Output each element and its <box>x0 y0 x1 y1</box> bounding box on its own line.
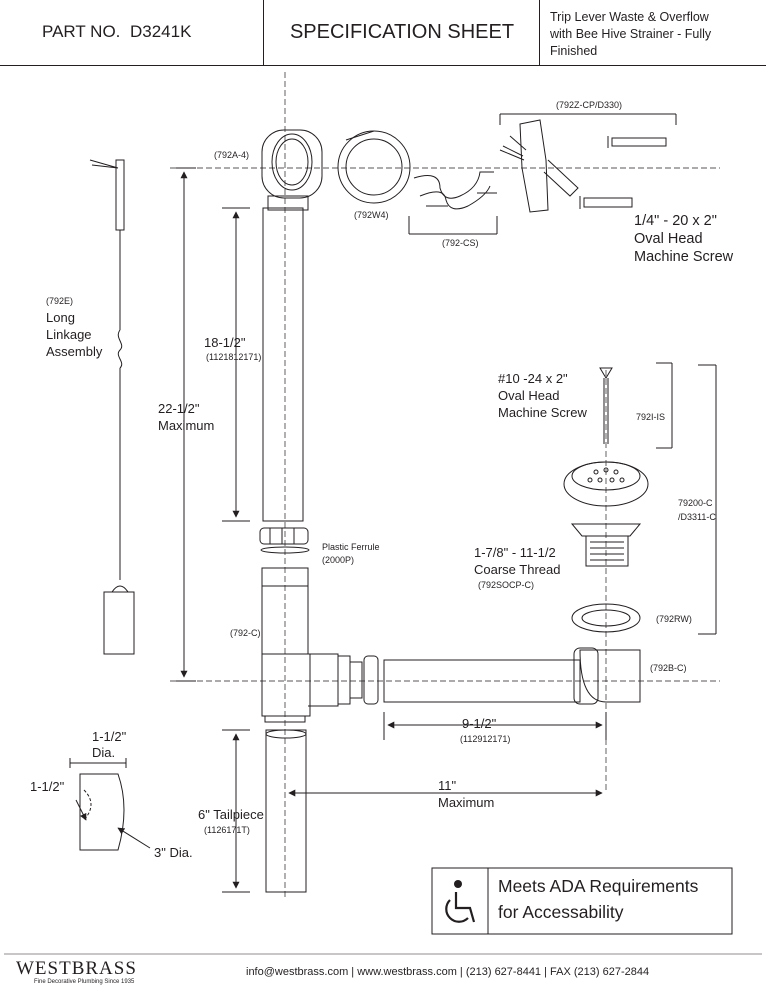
drain-shoe-drawing <box>383 647 641 705</box>
drain-body-drawing <box>570 523 642 567</box>
label-linkage-code: (792E) <box>46 296 74 306</box>
ada-line-2: for Accessability <box>498 902 624 922</box>
description-line-1: Trip Lever Waste & Overflow <box>550 10 709 24</box>
part-no-label: PART NO. <box>42 22 121 41</box>
overflow-tube-length: 18-1/2" <box>204 335 246 350</box>
spec-header: PART NO. D3241K SPECIFICATION SHEET Trip… <box>0 0 766 68</box>
description-cell: Trip Lever Waste & Overflow with Bee Hiv… <box>540 0 766 66</box>
horizontal-code: (112912171) <box>460 734 511 744</box>
tee-code: (792-C) <box>230 628 261 638</box>
label-linkage-1: Long <box>46 310 75 325</box>
overflow-tube-code: (1121812171) <box>206 352 262 362</box>
brand-tagline: Fine Decorative Plumbing Since 1935 <box>34 979 135 985</box>
description-line-3: Finished <box>550 44 598 58</box>
small-dia-label: Dia. <box>92 745 116 760</box>
ferrule-label: Plastic Ferrule <box>322 542 380 552</box>
tailpiece-label: 6" Tailpiece <box>198 807 264 822</box>
side-height-value: 1-1/2" <box>30 779 65 794</box>
strainer-screw-drawing <box>599 367 613 444</box>
slip-nut-drawing <box>363 655 379 705</box>
footer: WESTBRASS Fine Decorative Plumbing Since… <box>0 958 766 990</box>
strainer-screw-desc: Machine Screw <box>498 405 587 420</box>
faceplate-screw-size: 1/4" - 20 x 2" <box>634 213 717 229</box>
faceplate-screw-desc: Machine Screw <box>634 249 734 265</box>
part-number-cell: PART NO. D3241K <box>0 0 264 66</box>
strainer-profile-drawing <box>69 758 127 851</box>
label-gasket: (792W4) <box>354 210 389 220</box>
wheelchair-icon <box>445 880 476 923</box>
label-linkage-2: Linkage <box>46 327 92 342</box>
waste-tee-drawing <box>261 567 363 723</box>
max-width-value: 11" <box>438 778 457 793</box>
strainer-screw-code: 792I-IS <box>636 412 666 422</box>
ada-box-border <box>431 867 733 935</box>
ferrule-code: (2000P) <box>322 555 355 565</box>
strainer-screw-type: Oval Head <box>498 388 560 403</box>
strainer-screw-size: #10 -24 x 2" <box>498 371 568 386</box>
strainer-group-code-1: 79200-C <box>678 498 713 508</box>
drain-shoe-code: (792B-C) <box>650 663 687 673</box>
faceplate-screws-drawing <box>579 136 667 209</box>
max-width-label: Maximum <box>438 795 495 810</box>
thread-type: Coarse Thread <box>474 562 561 577</box>
max-height-label: Maximum <box>158 418 215 433</box>
contact-info: info@westbrass.com | www.westbrass.com |… <box>246 966 650 978</box>
gasket-drawing <box>337 130 411 204</box>
tailpiece-code: (1126171T) <box>204 825 250 835</box>
large-dia-value: 3" Dia. <box>154 845 193 860</box>
faceplate-screw-type: Oval Head <box>634 231 703 247</box>
label-overflow-elbow: (792A-4) <box>214 150 250 160</box>
brand-logo: WESTBRASS <box>16 958 137 979</box>
strainer-group-code-2: /D3311-C <box>678 512 716 522</box>
tailpiece-drawing <box>265 729 307 893</box>
overflow-elbow-drawing <box>261 129 323 211</box>
ada-line-1: Meets ADA Requirements <box>498 876 699 896</box>
plastic-ferrule-drawing <box>259 527 310 554</box>
small-dia-value: 1-1/2" <box>92 729 127 744</box>
label-spacer-clip: (792-CS) <box>442 238 479 248</box>
max-height-value: 22-1/2" <box>158 401 200 416</box>
thread-size: 1-7/8" - 11-1/2 <box>474 545 556 560</box>
faceplate-lever-drawing <box>499 119 579 213</box>
label-faceplate-group: (792Z-CP/D330) <box>556 100 623 110</box>
part-number: D3241K <box>130 22 192 41</box>
bee-hive-strainer-drawing <box>563 461 649 507</box>
spacer-clip-drawing <box>413 171 497 210</box>
drain-body-code: (792SOCP-C) <box>478 580 535 590</box>
rubber-washer-drawing <box>571 603 641 633</box>
label-linkage-3: Assembly <box>46 344 103 359</box>
sheet-title: SPECIFICATION SHEET <box>289 21 515 43</box>
linkage-assembly-drawing <box>89 159 135 655</box>
horizontal-length: 9-1/2" <box>462 716 497 731</box>
overflow-tube-drawing <box>262 207 304 522</box>
title-cell: SPECIFICATION SHEET <box>264 0 540 66</box>
washer-code: (792RW) <box>656 614 692 624</box>
description-line-2: with Bee Hive Strainer - Fully <box>550 27 712 41</box>
